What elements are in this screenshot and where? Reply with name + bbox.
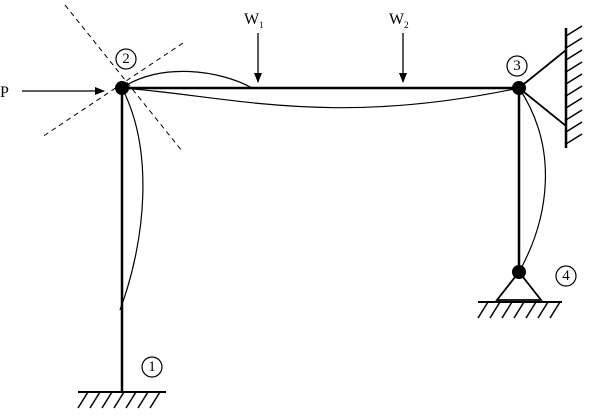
load-w2-label: W2 bbox=[389, 11, 409, 30]
node-marker-1: 1 bbox=[141, 356, 163, 378]
fixed-support bbox=[77, 391, 166, 409]
loads bbox=[22, 33, 407, 95]
svg-text:2: 2 bbox=[122, 51, 130, 67]
load-w1-label: W1 bbox=[244, 11, 264, 30]
pin-support bbox=[477, 270, 562, 319]
joints bbox=[115, 81, 526, 279]
pin-triangle bbox=[495, 270, 543, 301]
rotation-lines bbox=[41, 4, 184, 152]
joint-4 bbox=[512, 265, 526, 279]
svg-text:3: 3 bbox=[513, 58, 521, 74]
node-marker-4: 4 bbox=[555, 265, 577, 287]
svg-text:4: 4 bbox=[562, 268, 570, 284]
joint-3 bbox=[512, 81, 526, 95]
node-marker-2: 2 bbox=[115, 48, 137, 70]
deflected-shape bbox=[119, 70, 547, 311]
frame-members bbox=[120, 86, 521, 392]
node-marker-3: 3 bbox=[506, 55, 528, 77]
right-column-deflection bbox=[518, 87, 547, 273]
rotation-line-b bbox=[41, 42, 184, 138]
left-column-deflection bbox=[119, 87, 144, 311]
load-p-label: P bbox=[0, 84, 9, 101]
beam-deflection-arc bbox=[121, 70, 253, 89]
joint-2 bbox=[115, 81, 129, 95]
beam-deflection bbox=[121, 87, 520, 109]
rotation-line-a bbox=[64, 4, 183, 152]
wall-pin-support bbox=[517, 25, 583, 148]
svg-text:1: 1 bbox=[148, 359, 156, 375]
